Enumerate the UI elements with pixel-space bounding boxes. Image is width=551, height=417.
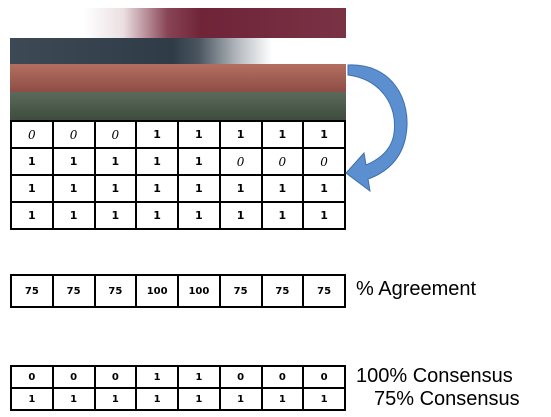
grid-cell: 1 [218,174,263,203]
agreement-cell: 75 [10,274,54,308]
grid-cell: 1 [302,201,346,230]
grid-cell: 1 [302,174,346,203]
consensus-cell: 0 [93,365,138,389]
consensus-cell: 1 [177,387,221,411]
grid-cell: 1 [177,174,221,203]
grid-cell: 1 [218,201,263,230]
consensus-cell: 1 [218,387,263,411]
grid-cell: 0 [10,120,54,149]
grid-cell: 1 [218,120,263,149]
arrow-shape [345,64,408,193]
grid-cell: 1 [93,201,138,230]
consensus-grid: 0 0 0 1 1 0 0 0 1 1 1 1 1 1 1 1 [10,365,346,411]
grid-cell: 0 [302,147,346,176]
consensus-row-100: 0 0 0 1 1 0 0 0 [10,365,346,389]
consensus-cell: 1 [302,387,346,411]
grid-cell: 1 [93,147,138,176]
grid-cell: 1 [135,201,179,230]
consensus-cell: 1 [93,387,138,411]
agreement-grid: 75 75 75 100 100 75 75 75 [10,274,346,308]
grid-cell: 1 [10,174,54,203]
grid-cell: 1 [260,174,305,203]
consensus-cell: 0 [51,365,96,389]
grid-row: 0 0 0 1 1 1 1 1 [10,120,346,149]
consensus-75-label: 75% Consensus [374,388,520,410]
consensus-cell: 0 [302,365,346,389]
grid-cell: 1 [177,201,221,230]
grid-cell: 1 [51,147,96,176]
agreement-cell: 100 [177,274,221,308]
grid-row: 1 1 1 1 1 0 0 0 [10,147,346,176]
grid-cell: 0 [218,147,263,176]
grid-cell: 1 [10,147,54,176]
consensus-row-75: 1 1 1 1 1 1 1 1 [10,387,346,411]
grid-row: 1 1 1 1 1 1 1 1 [10,201,346,230]
highlight-band-rust [10,64,346,92]
highlight-band-green [10,92,346,120]
consensus-cell: 1 [51,387,96,411]
agreement-row: 75 75 75 100 100 75 75 75 [10,274,346,308]
consensus-cell: 0 [218,365,263,389]
grid-cell: 1 [302,120,346,149]
grid-cell: 1 [135,120,179,149]
agreement-cell: 100 [135,274,179,308]
grid-cell: 0 [260,147,305,176]
coding-grid: 0 0 0 1 1 1 1 1 1 1 1 1 1 0 0 0 1 1 1 1 … [10,120,346,230]
consensus-cell: 0 [10,365,54,389]
highlight-band-slate [10,38,272,64]
grid-cell: 0 [93,120,138,149]
grid-cell: 1 [93,174,138,203]
grid-cell: 1 [260,120,305,149]
grid-cell: 1 [260,201,305,230]
agreement-cell: 75 [218,274,263,308]
grid-cell: 1 [177,147,221,176]
grid-cell: 1 [135,174,179,203]
consensus-cell: 0 [260,365,305,389]
agreement-cell: 75 [93,274,138,308]
agreement-label: % Agreement [356,278,477,300]
grid-cell: 1 [51,201,96,230]
consensus-cell: 1 [135,365,179,389]
agreement-cell: 75 [302,274,346,308]
curved-arrow-icon [345,64,408,193]
grid-cell: 1 [177,120,221,149]
consensus-cell: 1 [10,387,54,411]
grid-cell: 0 [51,120,96,149]
consensus-cell: 1 [177,365,221,389]
grid-cell: 1 [10,201,54,230]
agreement-cell: 75 [260,274,305,308]
consensus-100-label: 100% Consensus [356,365,513,387]
consensus-cell: 1 [260,387,305,411]
grid-row: 1 1 1 1 1 1 1 1 [10,174,346,203]
grid-cell: 1 [51,174,96,203]
consensus-cell: 1 [135,387,179,411]
grid-cell: 1 [135,147,179,176]
highlight-band-maroon [84,8,346,38]
agreement-cell: 75 [51,274,96,308]
